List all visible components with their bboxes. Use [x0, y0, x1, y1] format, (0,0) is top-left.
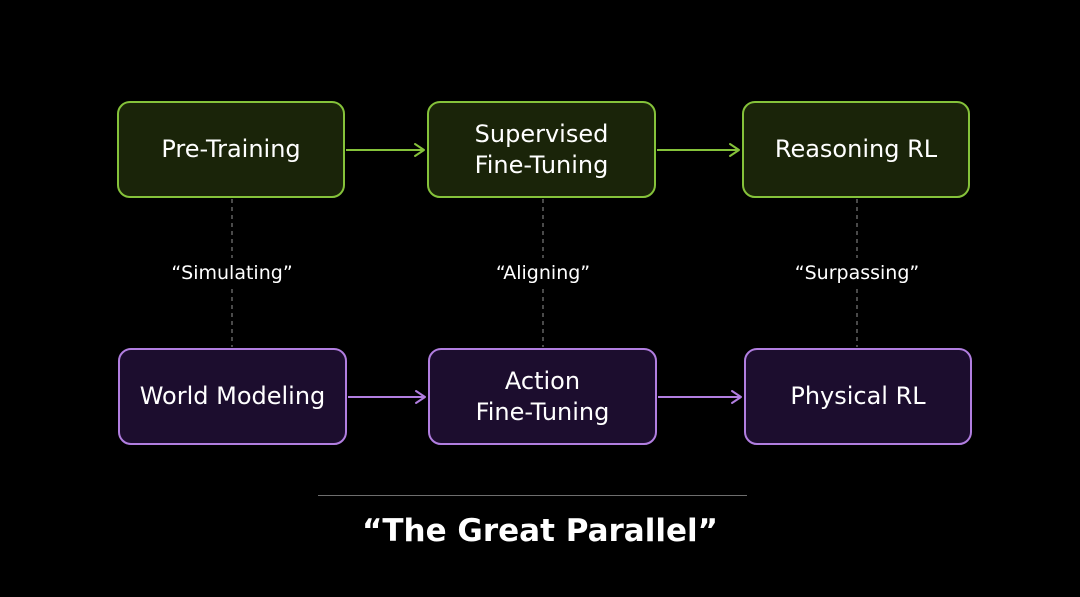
supervised-fine-tuning-label-line-2: Fine-Tuning [474, 150, 609, 179]
physical-rl-box: Physical RL [744, 348, 972, 445]
arrow-pretraining-to-sft [346, 143, 425, 157]
supervised-fine-tuning-label-line-1: Supervised [474, 119, 609, 148]
simulating-label: “Simulating” [167, 261, 297, 285]
action-fine-tuning-box: Action Fine-Tuning [428, 348, 657, 445]
physical-rl-label: Physical RL [790, 382, 926, 410]
surpassing-label: “Surpassing” [790, 261, 924, 285]
arrow-sft-to-reasoning [657, 143, 740, 157]
arrow-action-to-physical [658, 390, 742, 404]
arrow-world-to-action [348, 390, 426, 404]
reasoning-rl-box: Reasoning RL [742, 101, 970, 198]
supervised-fine-tuning-box: Supervised Fine-Tuning [427, 101, 656, 198]
world-modeling-box: World Modeling [118, 348, 347, 445]
world-modeling-label: World Modeling [139, 382, 326, 410]
pre-training-box: Pre-Training [117, 101, 345, 198]
footer-title: “The Great Parallel” [362, 513, 718, 549]
reasoning-rl-label: Reasoning RL [774, 135, 938, 163]
footer-divider [318, 495, 747, 496]
aligning-label: “Aligning” [491, 261, 595, 285]
action-fine-tuning-label-line-1: Action [504, 366, 581, 395]
pre-training-label: Pre-Training [161, 135, 301, 163]
action-fine-tuning-label-line-2: Fine-Tuning [475, 397, 610, 426]
